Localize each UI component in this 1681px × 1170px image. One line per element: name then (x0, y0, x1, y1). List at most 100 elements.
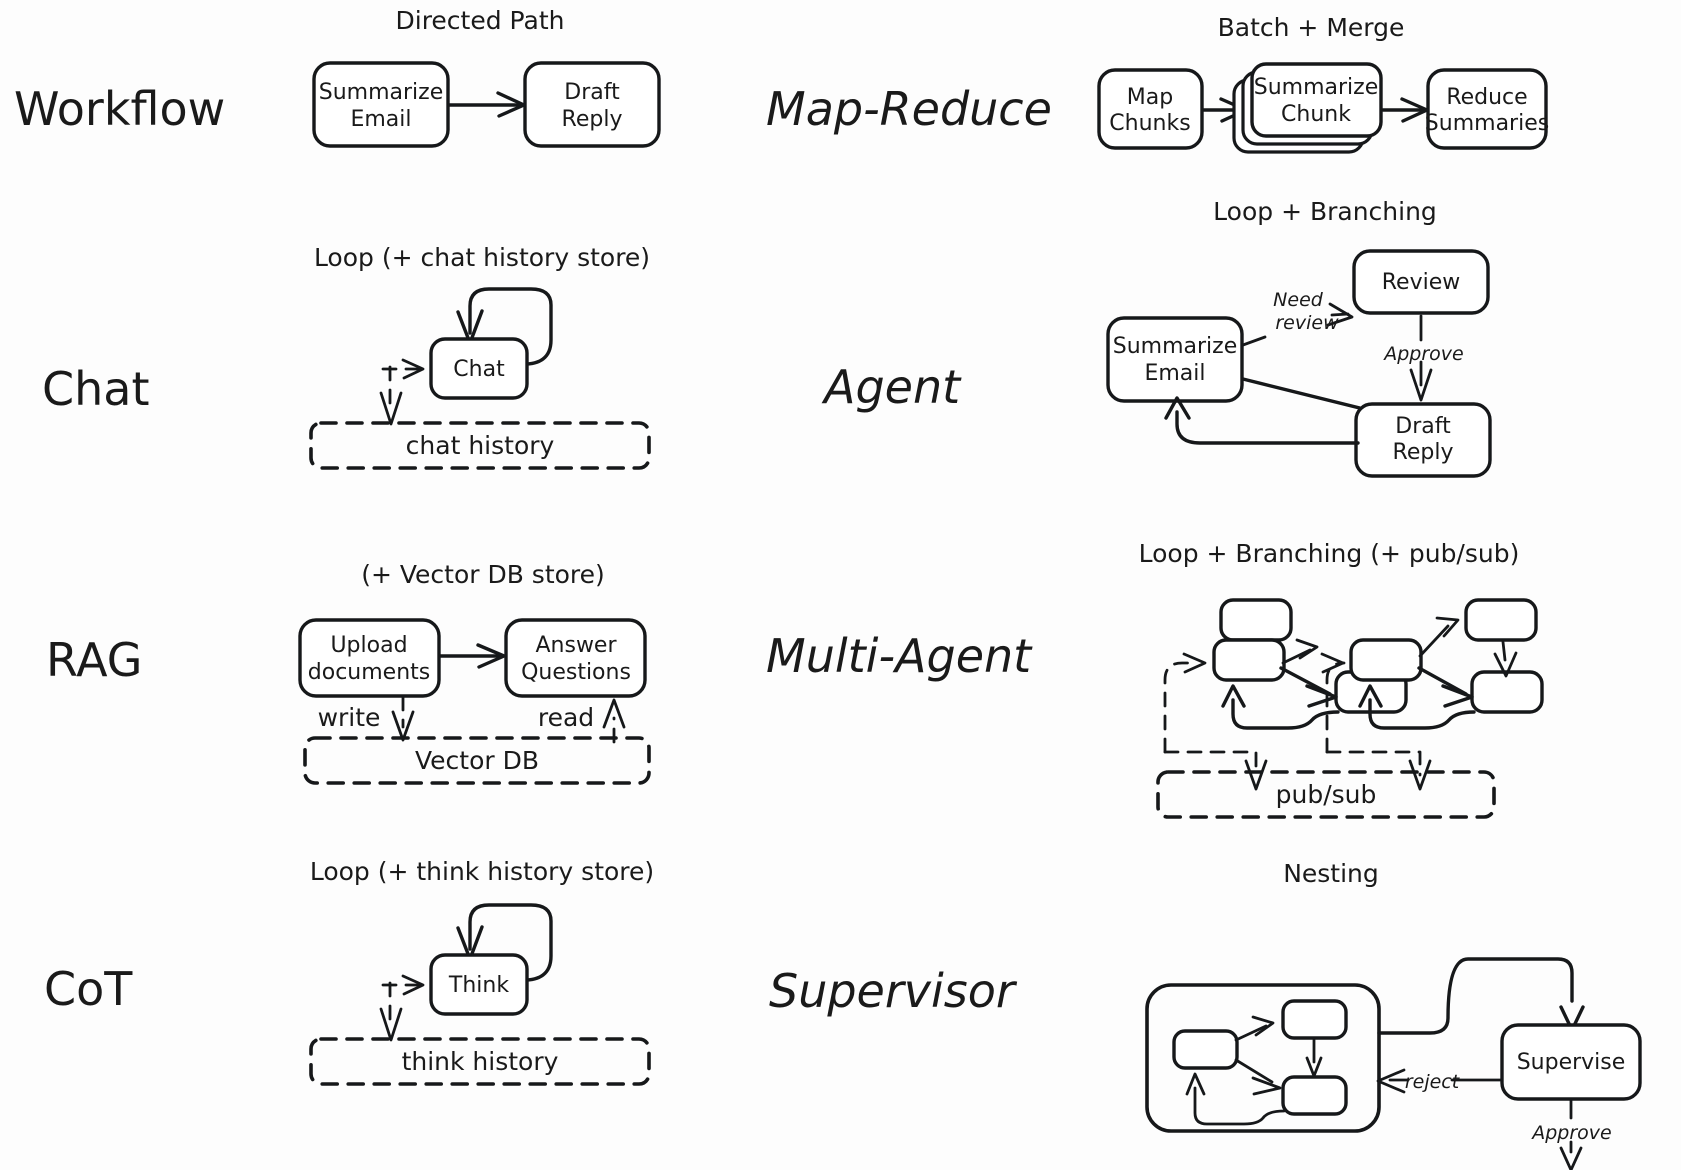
node-ma-b2[interactable] (1464, 598, 1538, 642)
edge-label-need-review-line2: review (1275, 312, 1339, 334)
edge-label-need-review-line1: Need (1273, 289, 1324, 311)
edge-reject-to-group (1376, 1068, 1503, 1094)
node-label-line2: Email (1144, 361, 1205, 386)
caption-nesting: Nesting (1283, 859, 1379, 888)
node-label-line1: Draft (564, 80, 620, 105)
store-label: pub/sub (1276, 780, 1377, 809)
node-summarize-chunk-stack[interactable]: Summarize Chunk (1232, 62, 1383, 154)
edge-ma-b2-to-b3 (1493, 640, 1518, 678)
node-label: Chat (453, 357, 505, 382)
node-label-line1: Upload (330, 633, 407, 658)
node-chat[interactable]: Chat (429, 337, 529, 400)
node-label-line1: Draft (1395, 414, 1451, 439)
edge-sv-sub1-to-sub2 (1234, 1015, 1275, 1042)
node-label-line2: Reply (1393, 440, 1454, 465)
node-label-line1: Reduce (1446, 85, 1527, 110)
edge-ma-a3-loop-back (1221, 684, 1340, 730)
edge-draft-loop-back (1164, 396, 1360, 445)
edge-ma-b1-to-b2 (1418, 616, 1460, 658)
node-ma-a1[interactable] (1212, 638, 1286, 682)
row-label-chat: Chat (42, 362, 150, 416)
node-label-line2: documents (308, 660, 430, 685)
row-label-workflow: Workflow (14, 82, 225, 136)
edge-read-from-store (602, 698, 626, 744)
row-label-supervisor: Supervisor (769, 964, 1018, 1018)
node-agent-draft-reply[interactable]: Draft Reply (1354, 402, 1492, 478)
edge-ma-b-inbound-dashed (1320, 652, 1346, 754)
row-label-multi-agent: Multi-Agent (766, 629, 1033, 683)
node-draft-reply[interactable]: Draft Reply (523, 61, 661, 148)
caption-batch-merge: Batch + Merge (1218, 13, 1405, 42)
caption-chat-loop: Loop (+ chat history store) (314, 243, 650, 272)
node-label: Review (1382, 270, 1461, 295)
edge-label-approve-out: Approve (1530, 1122, 1612, 1144)
edge-group-to-supervise (1377, 957, 1585, 1035)
edge-ma-b3-loop-back (1358, 684, 1476, 730)
caption-loop-branching: Loop + Branching (1213, 197, 1437, 226)
row-label-cot: CoT (44, 962, 133, 1016)
edge-sv-sub3-loop-back (1185, 1072, 1286, 1126)
node-label-line1: Map (1127, 85, 1173, 110)
node-supervise[interactable]: Supervise (1500, 1023, 1642, 1101)
edge-label-reject: reject (1405, 1071, 1461, 1093)
caption-loop-branching-pubsub: Loop + Branching (+ pub/sub) (1139, 539, 1520, 568)
node-label: Supervise (1517, 1050, 1626, 1075)
caption-vector-db-store: (+ Vector DB store) (361, 560, 605, 589)
store-pub-sub: pub/sub (1156, 770, 1496, 819)
node-sv-sub3[interactable] (1281, 1075, 1348, 1116)
edge-think-store-out (379, 981, 403, 1042)
edge-summarize-to-draft (447, 91, 526, 118)
row-label-rag: RAG (46, 633, 142, 687)
edge-summarize-to-reduce (1381, 97, 1429, 123)
edge-ma-b1-to-b3 (1417, 666, 1474, 708)
node-reduce-summaries[interactable]: Reduce Summaries (1425, 68, 1549, 150)
store-chat-history: chat history (309, 421, 651, 470)
node-label-line2: Questions (521, 660, 631, 685)
node-upload-documents[interactable]: Upload documents (298, 618, 441, 698)
store-vector-db: Vector DB (303, 736, 651, 785)
edge-upload-to-answer (438, 643, 506, 669)
edge-label-read: read (538, 703, 594, 732)
node-answer-questions[interactable]: Answer Questions (504, 618, 647, 698)
node-sv-sub1[interactable] (1172, 1029, 1239, 1070)
node-summarize-email[interactable]: Summarize Email (312, 61, 450, 148)
node-ma-b3[interactable] (1470, 670, 1544, 714)
node-label-line1: Summarize (1254, 75, 1379, 100)
row-label-map-reduce: Map-Reduce (766, 82, 1052, 136)
node-think[interactable]: Think (429, 953, 529, 1016)
edge-chat-store-out (379, 365, 403, 426)
node-label-line2: Summaries (1425, 111, 1549, 136)
caption-cot-loop: Loop (+ think history store) (310, 857, 654, 886)
edge-label-write: write (318, 703, 381, 732)
store-label: chat history (406, 431, 555, 460)
node-agent-summarize-email[interactable]: Summarize Email (1106, 316, 1244, 403)
caption-directed-path: Directed Path (396, 6, 565, 35)
node-ma-b1[interactable] (1349, 638, 1423, 682)
row-label-agent: Agent (821, 360, 962, 414)
edge-ma-a-inbound-dashed (1163, 652, 1207, 754)
edge-sv-sub1-to-sub3 (1234, 1058, 1282, 1096)
node-map-chunks[interactable]: Map Chunks (1097, 68, 1204, 150)
supervisor-subgraph-group (1145, 983, 1381, 1133)
node-label-line2: Email (350, 107, 411, 132)
node-label-line1: Answer (535, 633, 617, 658)
node-label-line1: Summarize (1113, 334, 1238, 359)
edge-ma-a1-to-a3 (1279, 666, 1338, 708)
node-label-line2: Chunks (1109, 111, 1190, 136)
edge-ma-a1-to-a2 (1281, 638, 1319, 665)
node-review[interactable]: Review (1352, 249, 1490, 315)
multi-agent-cluster-a (1163, 598, 1408, 791)
edge-label-approve: Approve (1382, 343, 1464, 365)
node-ma-a2[interactable] (1219, 598, 1293, 642)
node-label-line2: Chunk (1281, 102, 1351, 127)
node-label-line1: Summarize (319, 80, 444, 105)
node-label-line2: Reply (562, 107, 623, 132)
edge-sv-sub2-to-sub3 (1305, 1038, 1323, 1078)
store-label: think history (402, 1047, 559, 1076)
multi-agent-cluster-b (1320, 598, 1544, 791)
node-sv-sub2[interactable] (1281, 999, 1348, 1040)
edge-review-to-draft (1409, 314, 1433, 402)
edge-summarize-to-review (1241, 302, 1354, 347)
